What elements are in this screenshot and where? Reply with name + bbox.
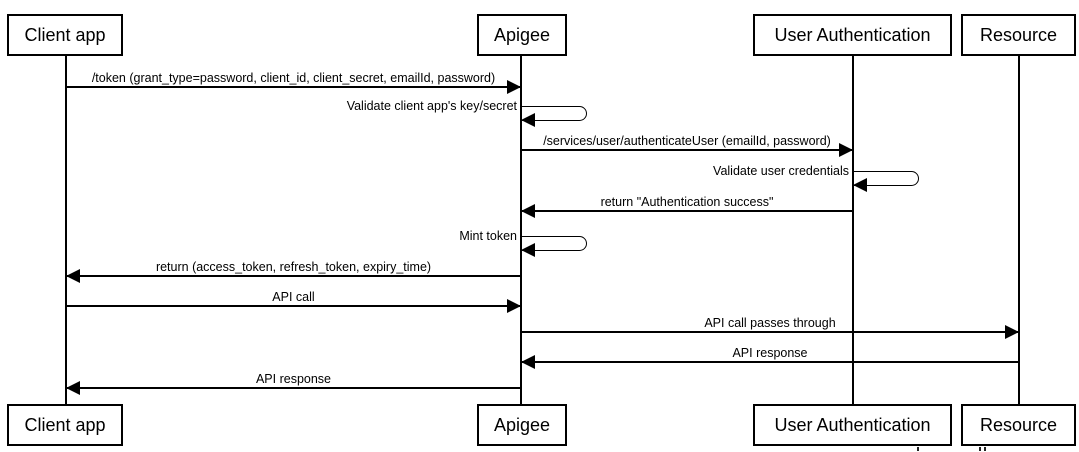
message-label: API response — [255, 372, 332, 386]
arrowhead-right-icon — [507, 299, 521, 313]
message-line — [521, 210, 853, 212]
arrowhead-left-icon — [66, 269, 80, 283]
participant-top-user-authentication: User Authentication — [753, 14, 952, 56]
arrowhead-right-icon — [1005, 325, 1019, 339]
message-line — [66, 86, 521, 88]
self-loop — [521, 106, 587, 121]
lifeline-apigee — [520, 56, 522, 404]
message-label: Validate user credentials — [713, 164, 849, 178]
participant-label: Apigee — [493, 414, 551, 435]
arrowhead-right-icon — [839, 143, 853, 157]
arrowhead-right-icon — [507, 80, 521, 94]
lifeline-user-authentication — [852, 56, 854, 404]
message-label: /token (grant_type=password, client_id, … — [91, 71, 496, 85]
participant-label: User Authentication — [774, 24, 931, 45]
arrowhead-left-icon — [521, 355, 535, 369]
message-label: Validate client app's key/secret — [346, 99, 517, 113]
arrowhead-left-icon — [66, 381, 80, 395]
message-line — [66, 305, 521, 307]
participant-label: User Authentication — [774, 414, 931, 435]
arrowhead-left-icon — [521, 243, 535, 257]
cutoff-text-fragment — [979, 447, 981, 451]
message-line — [521, 331, 1019, 333]
self-loop — [853, 171, 919, 186]
message-label: return "Authentication success" — [600, 195, 774, 209]
participant-label: Client app — [24, 414, 106, 435]
participant-bottom-apigee: Apigee — [477, 404, 567, 446]
message-label: API response — [732, 346, 808, 360]
message-line — [66, 275, 521, 277]
message-line — [521, 149, 853, 151]
message-label: Mint token — [459, 229, 517, 243]
message-label: /services/user/authenticateUser (emailId… — [543, 134, 831, 148]
participant-bottom-resource: Resource — [961, 404, 1076, 446]
participant-top-resource: Resource — [961, 14, 1076, 56]
participant-bottom-user-authentication: User Authentication — [753, 404, 952, 446]
self-loop — [521, 236, 587, 251]
participant-label: Resource — [979, 414, 1058, 435]
message-label: API call — [272, 290, 315, 304]
lifeline-resource — [1018, 56, 1020, 404]
message-label: API call passes through — [704, 316, 836, 330]
message-label: return (access_token, refresh_token, exp… — [155, 260, 432, 274]
message-line — [521, 361, 1019, 363]
participant-label: Apigee — [493, 24, 551, 45]
cutoff-text-fragment — [984, 447, 986, 451]
cutoff-text-fragment — [917, 447, 919, 451]
participant-top-client-app: Client app — [7, 14, 123, 56]
participant-bottom-client-app: Client app — [7, 404, 123, 446]
participant-label: Client app — [24, 24, 106, 45]
arrowhead-left-icon — [853, 178, 867, 192]
participant-top-apigee: Apigee — [477, 14, 567, 56]
participant-label: Resource — [979, 24, 1058, 45]
lifeline-client-app — [65, 56, 67, 404]
arrowhead-left-icon — [521, 204, 535, 218]
message-line — [66, 387, 521, 389]
arrowhead-left-icon — [521, 113, 535, 127]
